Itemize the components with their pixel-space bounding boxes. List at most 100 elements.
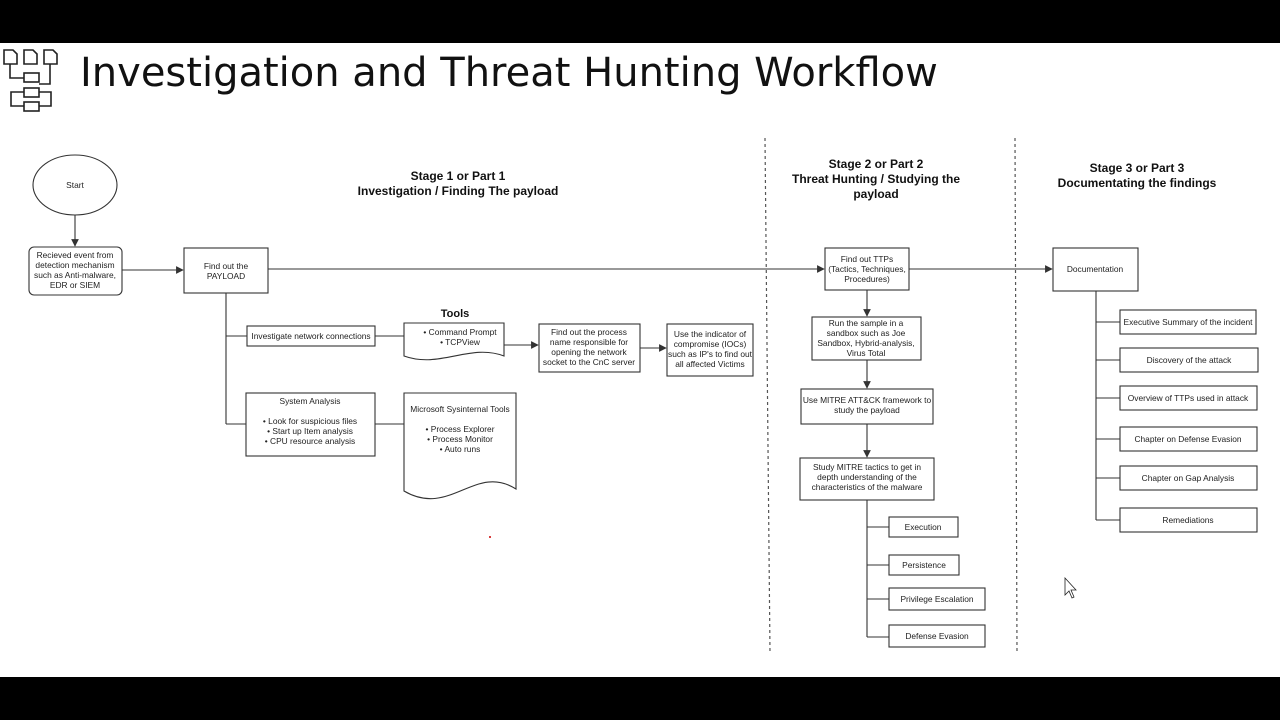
text-line: Find out the (204, 261, 249, 271)
text-line: Documentating the findings (1058, 176, 1217, 190)
tools-label: Tools (441, 308, 470, 320)
text-line: Chapter on Defense Evasion (1134, 434, 1241, 444)
text-line: Investigation / Finding The payload (358, 184, 559, 198)
text-line: name responsible for (550, 337, 628, 347)
text-line: Use MITRE ATT&CK framework to (803, 395, 932, 405)
text-line: Chapter on Gap Analysis (1142, 473, 1235, 483)
received-event-box (28, 246, 123, 296)
mitre-framework-box (800, 388, 934, 425)
text-line: Privilege Escalation (900, 594, 973, 604)
text-line: Recieved event from (37, 250, 114, 260)
remediations-box (1119, 507, 1258, 533)
stray-dot (489, 536, 491, 538)
network-box (246, 325, 376, 347)
text-line: Procedures) (844, 274, 890, 284)
text-line: Execution (905, 522, 942, 532)
executive-summary-box (1119, 309, 1257, 335)
text-line: System Analysis (280, 396, 341, 406)
text-line (459, 414, 461, 424)
privilege-escalation-label: Privilege Escalation (900, 594, 973, 604)
text-line: Sandbox, Hybrid-analysis, (817, 338, 914, 348)
start-label: Start (66, 180, 84, 190)
text-line: payload (853, 187, 898, 201)
page-title: Investigation and Threat Hunting Workflo… (80, 50, 938, 96)
ioc-box (666, 323, 754, 377)
discovery-label: Discovery of the attack (1147, 355, 1233, 365)
defense-evasion-box (888, 624, 986, 648)
text-line: Study MITRE tactics to get in (813, 462, 921, 472)
text-line: Threat Hunting / Studying the (792, 172, 960, 186)
text-line: Stage 1 or Part 1 (411, 169, 506, 183)
text-line: Investigate network connections (251, 331, 370, 341)
text-line: • CPU resource analysis (265, 436, 355, 446)
text-line: Stage 2 or Part 2 (829, 157, 924, 171)
remediations-label: Remediations (1162, 515, 1213, 525)
execution-label: Execution (905, 522, 942, 532)
text-line: all affected Victims (675, 359, 745, 369)
persistence-box (888, 554, 960, 576)
text-line: EDR or SIEM (50, 280, 100, 290)
tools-document-shape (403, 322, 505, 361)
find-ttps-box (824, 247, 910, 291)
text-line: • Look for suspicious files (263, 416, 357, 426)
chapter-defense-evasion-box (1119, 426, 1258, 452)
text-line: • Process Explorer (425, 424, 494, 434)
text-line: Stage 3 or Part 3 (1090, 161, 1185, 175)
text-line: Overview of TTPs used in attack (1128, 393, 1249, 403)
text-line: • Command Prompt (423, 327, 497, 337)
overview-ttps-box (1119, 385, 1258, 411)
text-line: Find out TTPs (841, 254, 893, 264)
text-line (309, 406, 311, 416)
documentation-label: Documentation (1067, 264, 1124, 274)
documentation-box (1052, 247, 1139, 292)
text-line: • TCPView (440, 337, 481, 347)
find-payload-box (183, 247, 269, 294)
chapter-gap-analysis-box (1119, 465, 1258, 491)
text-line: opening the network (551, 347, 627, 357)
text-line: Find out the process (551, 327, 627, 337)
text-line: Virus Total (847, 348, 886, 358)
overview-ttps-label: Overview of TTPs used in attack (1128, 393, 1249, 403)
slide: Investigation and Threat Hunting Workflo… (0, 43, 1280, 677)
text-line: • Process Monitor (427, 434, 493, 444)
find-ttps-label: Find out TTPs(Tactics, Techniques,Proced… (828, 254, 906, 284)
text-line: Microsoft Sysinternal Tools (410, 404, 509, 414)
stage-divider (764, 137, 771, 654)
text-line: Defense Evasion (905, 631, 969, 641)
system-analysis-box (245, 392, 376, 457)
text-line: Start (66, 180, 84, 190)
text-line: socket to the CnC server (543, 357, 635, 367)
text-line: Executive Summary of the incident (1124, 317, 1254, 327)
stage-divider (1014, 137, 1018, 654)
executive-summary-label: Executive Summary of the incident (1124, 317, 1254, 327)
text-line: study the payload (834, 405, 900, 415)
start-node (32, 154, 118, 216)
text-line: Tools (441, 308, 470, 320)
text-line: Discovery of the attack (1147, 355, 1233, 365)
discovery-box (1119, 347, 1259, 373)
text-line: compromise (IOCs) (674, 339, 747, 349)
system-analysis-label: System Analysis • Look for suspicious fi… (263, 396, 357, 446)
text-line: sandbox such as Joe (827, 328, 906, 338)
text-line: • Auto runs (440, 444, 481, 454)
text-line: Run the sample in a (829, 318, 904, 328)
execution-box (888, 516, 959, 538)
chapter-gap-analysis-label: Chapter on Gap Analysis (1142, 473, 1235, 483)
text-line: detection mechanism (35, 260, 114, 270)
defense-evasion-label: Defense Evasion (905, 631, 969, 641)
sysinternals-document-shape (403, 392, 517, 500)
text-line: (Tactics, Techniques, (828, 264, 906, 274)
mitre-tactics-box (799, 457, 935, 501)
text-line: such as IP's to find out (668, 349, 753, 359)
text-line: Remediations (1162, 515, 1213, 525)
text-line: PAYLOAD (207, 271, 245, 281)
tools-list: • Command Prompt• TCPView (423, 327, 497, 347)
